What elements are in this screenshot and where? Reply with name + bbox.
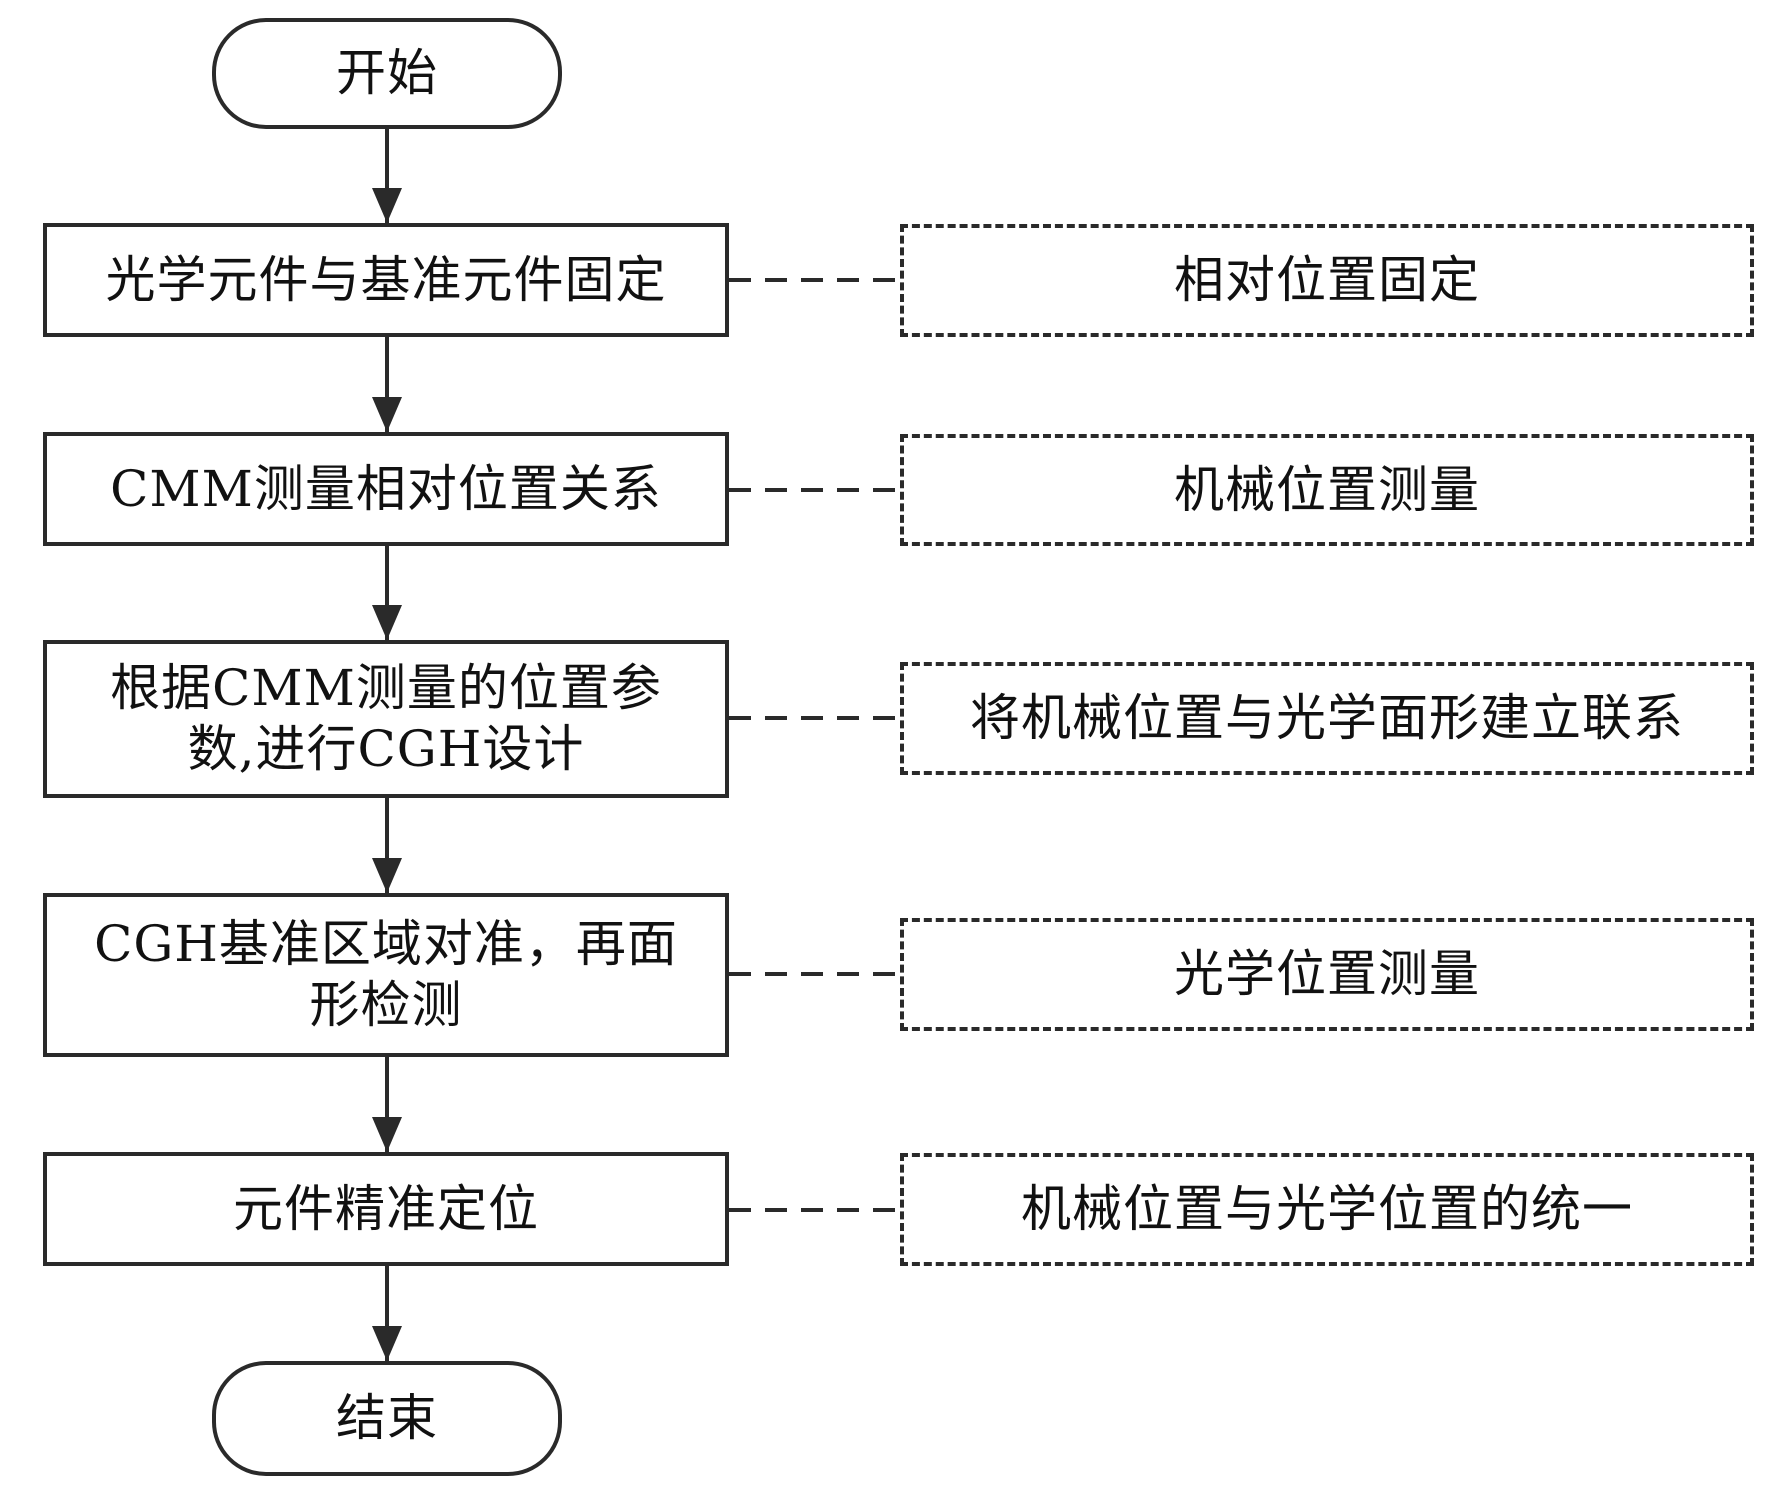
start-label: 开始 [336,44,438,102]
end-terminal: 结束 [212,1361,562,1476]
note-4-label: 光学位置测量 [1174,945,1480,1003]
step-5-line-1: 元件精准定位 [233,1179,539,1238]
step-3-box: 根据CMM测量的位置参 数,进行CGH设计 [43,640,729,798]
note-5-box: 机械位置与光学位置的统一 [900,1153,1754,1266]
step-2-line-1: CMM测量相对位置关系 [110,459,662,518]
start-terminal: 开始 [212,18,562,129]
note-5-label: 机械位置与光学位置的统一 [1021,1180,1633,1238]
arrowhead-end [372,1326,402,1361]
arrowhead-step-5 [372,1117,402,1152]
step-4-box: CGH基准区域对准，再面 形检测 [43,893,729,1057]
note-1-box: 相对位置固定 [900,224,1754,337]
step-5-box: 元件精准定位 [43,1152,729,1266]
step-4-line-2: 形检测 [309,976,463,1034]
step-1-line-1: 光学元件与基准元件固定 [105,250,667,309]
note-2-box: 机械位置测量 [900,434,1754,546]
end-label: 结束 [336,1389,438,1447]
note-2-label: 机械位置测量 [1174,460,1480,519]
step-3-line-2: 数,进行CGH设计 [187,720,585,778]
step-1-box: 光学元件与基准元件固定 [43,223,729,337]
arrowhead-step-1 [372,188,402,223]
note-3-box: 将机械位置与光学面形建立联系 [900,662,1754,775]
note-4-box: 光学位置测量 [900,918,1754,1031]
step-4-line-1: CGH基准区域对准，再面 [94,915,678,973]
arrowhead-step-2 [372,397,402,432]
arrowhead-step-3 [372,605,402,640]
arrowhead-step-4 [372,858,402,893]
step-3-line-1: 根据CMM测量的位置参 [110,659,662,717]
note-1-label: 相对位置固定 [1174,251,1480,309]
step-2-box: CMM测量相对位置关系 [43,432,729,546]
note-3-label: 将机械位置与光学面形建立联系 [970,689,1684,747]
